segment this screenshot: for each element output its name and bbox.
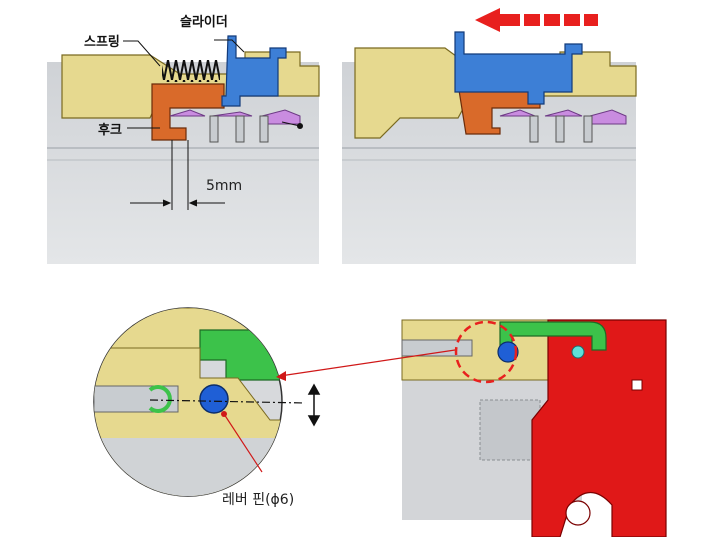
slider-part xyxy=(454,31,583,105)
spring-leader xyxy=(123,40,161,67)
slider-label: 슬라이더 xyxy=(180,14,228,30)
pins xyxy=(529,115,593,143)
lever-pin-label: 레버 핀(ϕ6) xyxy=(222,492,294,508)
motion-arrow-icon xyxy=(475,8,598,32)
vertical-arrow-icon xyxy=(307,383,321,427)
slider-leader xyxy=(214,39,245,53)
hook-part xyxy=(151,83,225,141)
zoom-arrow xyxy=(279,349,456,377)
gap-dimension xyxy=(130,140,225,210)
frame-part xyxy=(531,319,667,537)
gap-label: 5mm xyxy=(206,178,242,194)
pins xyxy=(209,115,269,143)
hook-label: 후크 xyxy=(98,122,122,138)
panel-initial-state: 스프링 슬라이더 후크 5mm xyxy=(47,14,320,264)
spring-part xyxy=(162,60,220,82)
panel-lever-section xyxy=(401,319,667,537)
pad-leader xyxy=(281,121,301,127)
panel-released-state xyxy=(342,8,637,264)
lever-pin xyxy=(497,341,519,363)
spring-label: 스프링 xyxy=(84,35,120,50)
highlight-circle xyxy=(454,320,518,384)
slider-part xyxy=(221,35,287,107)
magnified-detail: 레버 핀(ϕ6) xyxy=(93,307,321,508)
lever-pin xyxy=(199,384,229,414)
